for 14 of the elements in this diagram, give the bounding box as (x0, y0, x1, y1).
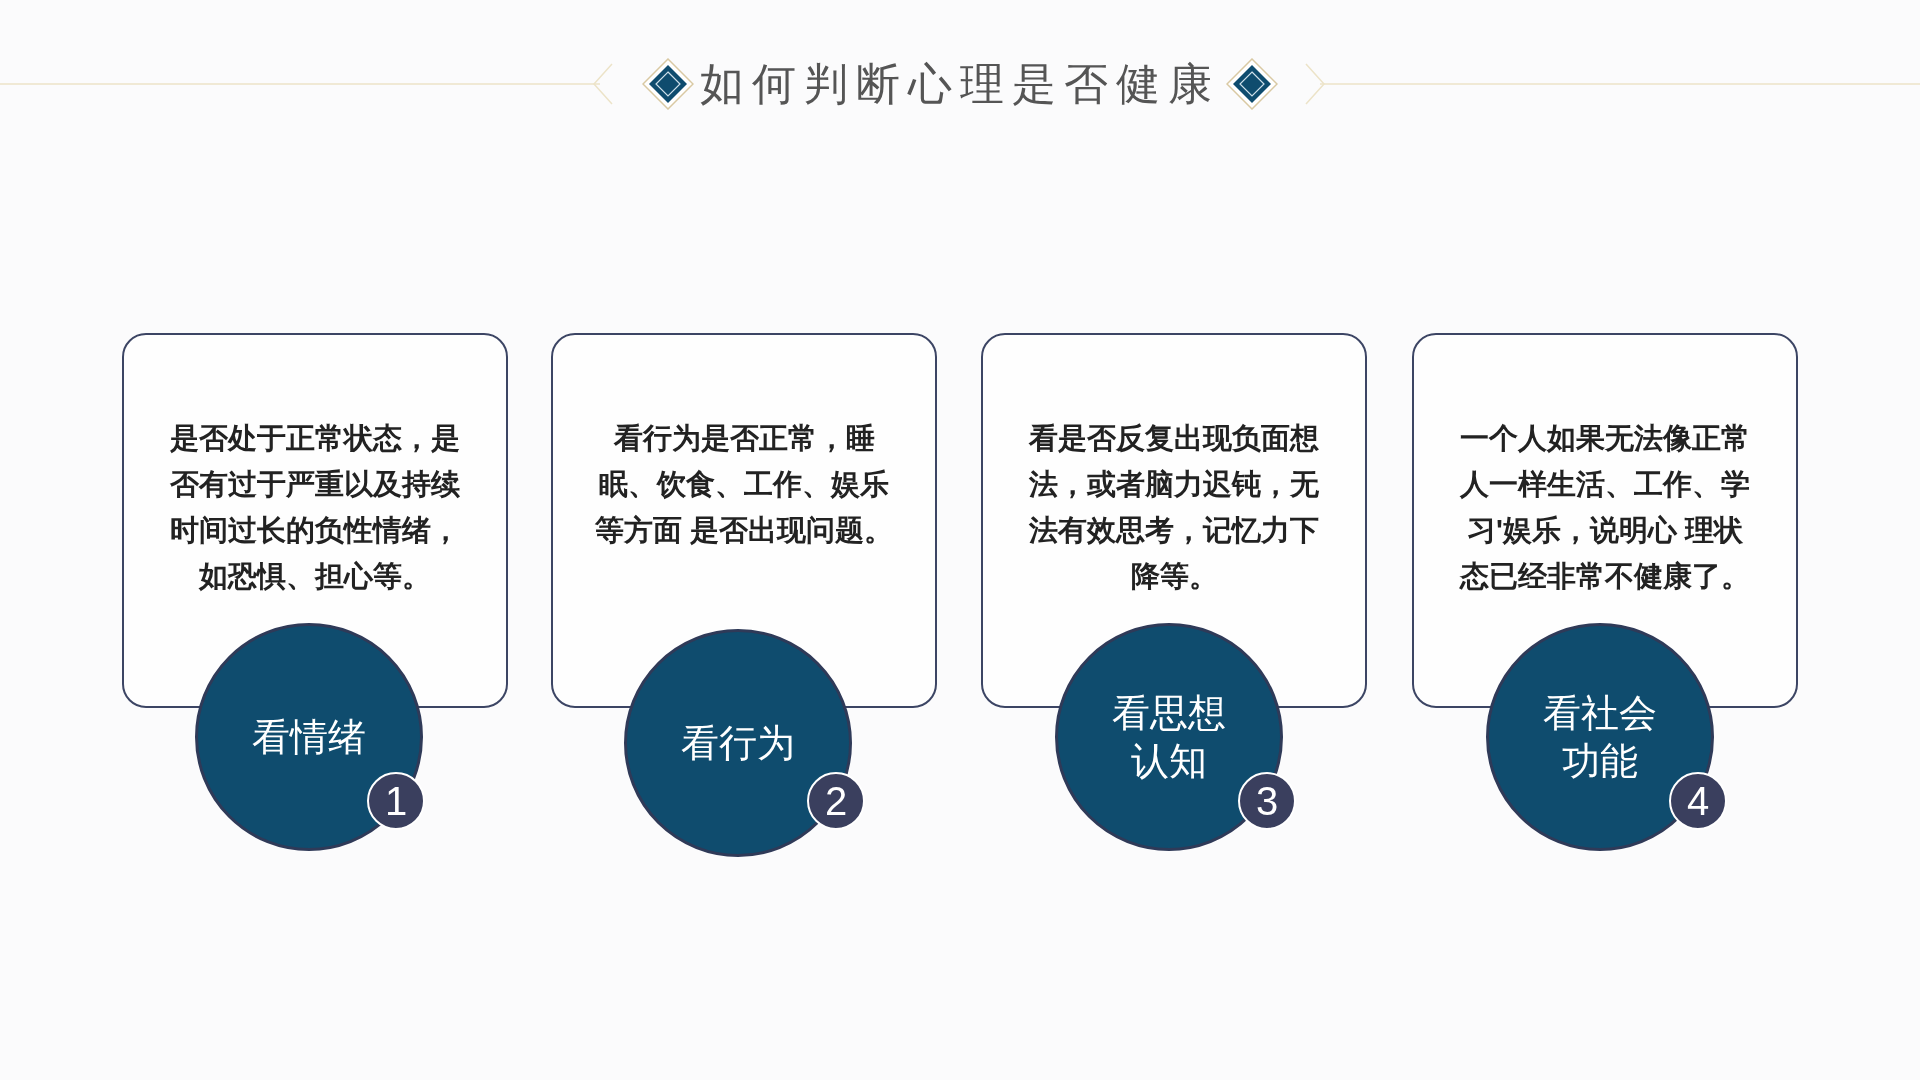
card-description: 一个人如果无法像正常人一样生活、工作、学习'娱乐，说明心 理状态已经非常不健康了。 (1458, 421, 1751, 594)
category-label: 看社会功能 (1542, 691, 1658, 784)
card (551, 333, 937, 708)
category-label: 看思想认知 (1111, 691, 1227, 784)
number-badge: 4 (1669, 772, 1727, 830)
category-label: 看行为 (680, 721, 796, 766)
card-description: 看是否反复出现负面想法，或者脑力迟钝，无法有效思考，记忆力下降等。 (1027, 421, 1320, 594)
title: 如何判断心理是否健康 (699, 57, 1221, 111)
number-badge: 3 (1238, 772, 1296, 830)
number-badge: 2 (807, 772, 865, 830)
category-label: 看情绪 (251, 715, 367, 760)
card-description: 看行为是否正常，睡眠、饮食、工作、娱乐等方面 是否出现问题。 (594, 421, 894, 548)
card-description: 是否处于正常状态，是否有过于严重以及持续时间过长的负性情绪，如恐惧、担心等。 (169, 421, 461, 594)
card (122, 333, 508, 708)
